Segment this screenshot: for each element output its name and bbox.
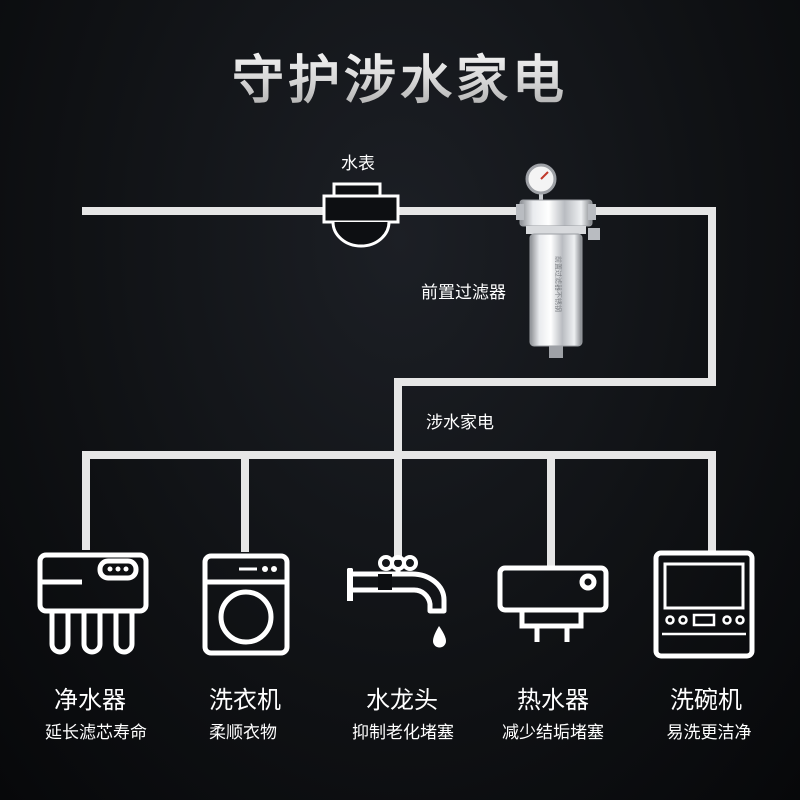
- appliance-desc-heater: 减少结垢堵塞: [502, 723, 604, 743]
- appliance-name-washer: 洗衣机: [209, 686, 281, 714]
- branch-label: 涉水家电: [426, 413, 494, 433]
- water-purifier-icon: [37, 552, 149, 655]
- water-heater-icon: [497, 565, 609, 642]
- main-pipe: [82, 207, 716, 455]
- appliance-desc-dishwasher: 易洗更洁净: [666, 723, 752, 743]
- page-title: 守护涉水家电: [0, 38, 800, 113]
- water-meter-label: 水表: [341, 154, 375, 174]
- pre-filter-label: 前置过滤器: [421, 283, 506, 303]
- pre-filter-image: 前置过滤器不锈钢: [516, 163, 600, 358]
- appliance-name-dishwasher: 洗碗机: [670, 686, 742, 714]
- filter-body-text: 前置过滤器不锈钢: [554, 256, 563, 312]
- appliance-desc-purifier: 延长滤芯寿命: [45, 723, 147, 743]
- washing-machine-icon: [202, 553, 290, 656]
- dishwasher-icon: [653, 550, 755, 659]
- pipe-network: [82, 207, 716, 566]
- faucet-icon: [347, 555, 447, 648]
- appliance-desc-washer: 柔顺衣物: [209, 723, 277, 743]
- appliance-name-purifier: 净水器: [54, 686, 126, 714]
- appliance-name-heater: 热水器: [517, 686, 589, 714]
- appliance-name-faucet: 水龙头: [366, 686, 438, 714]
- appliance-desc-faucet: 抑制老化堵塞: [352, 723, 454, 743]
- water-meter-icon: [322, 182, 400, 248]
